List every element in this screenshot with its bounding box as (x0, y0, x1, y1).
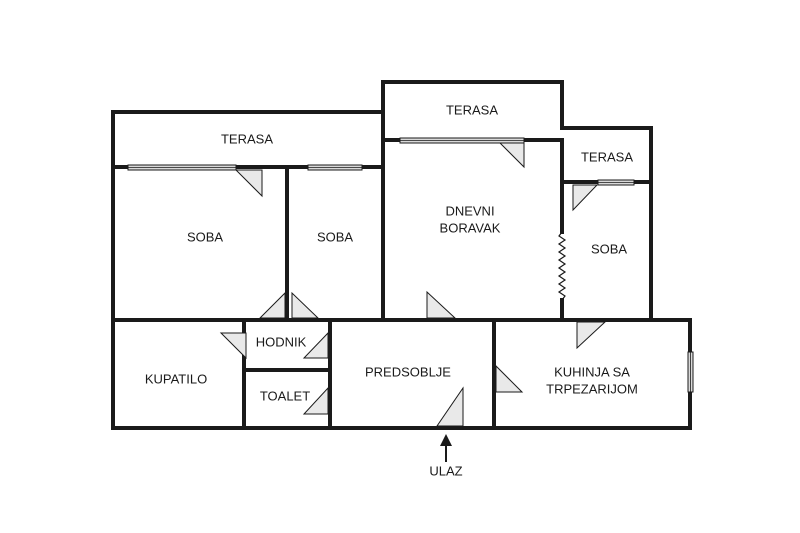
door-dnevni-predsoblje (426, 290, 457, 319)
label-terasa-left: TERASA (221, 131, 273, 146)
sliding-door-soba-1 (127, 164, 237, 171)
door-terasa-soba-3 (572, 184, 599, 212)
door-soba-2-hodnik (291, 291, 320, 319)
doors (219, 142, 607, 427)
label-kupatilo: KUPATILO (145, 371, 207, 386)
door-hodnik-predsoblje (302, 331, 329, 359)
sliding-door-soba-2 (307, 164, 363, 171)
label-terasa-right: TERASA (581, 149, 633, 164)
label-terasa-top: TERASA (446, 102, 498, 117)
label-predsoblje: PREDSOBLJE (365, 364, 451, 379)
entrance: ULAZ (429, 434, 463, 478)
entrance-arrow-icon (440, 434, 452, 446)
door-kuhinja-predsoblje (495, 364, 524, 393)
label-soba-3: SOBA (591, 241, 627, 256)
windows (127, 137, 694, 393)
room-labels: TERASA TERASA TERASA SOBA SOBA DNEVNI BO… (145, 102, 638, 403)
sliding-door-soba-3 (597, 179, 635, 186)
door-hodnik-kupatilo (219, 332, 247, 360)
door-terasa-dnevni (498, 142, 525, 169)
wall-opening-soba-3 (557, 231, 567, 301)
label-dnevni-boravak-2: BORAVAK (440, 220, 501, 235)
sliding-door-dnevni-boravak (399, 137, 525, 144)
door-soba-3-kuhinja (576, 321, 607, 350)
label-soba-1: SOBA (187, 229, 223, 244)
label-dnevni-boravak-1: DNEVNI (445, 203, 494, 218)
label-kuhinja-1: KUHINJA SA (554, 364, 630, 379)
label-soba-2: SOBA (317, 229, 353, 244)
door-entrance (436, 386, 464, 427)
label-kuhinja-2: TRPEZARIJOM (546, 381, 638, 396)
entrance-label: ULAZ (429, 463, 462, 478)
window-kuhinja (687, 351, 694, 393)
walls (111, 80, 692, 430)
door-toalet (302, 386, 329, 415)
label-toalet: TOALET (260, 388, 310, 403)
door-terasa-soba-1 (234, 169, 263, 198)
label-hodnik: HODNIK (256, 334, 307, 349)
door-soba-1-hodnik (258, 291, 286, 319)
